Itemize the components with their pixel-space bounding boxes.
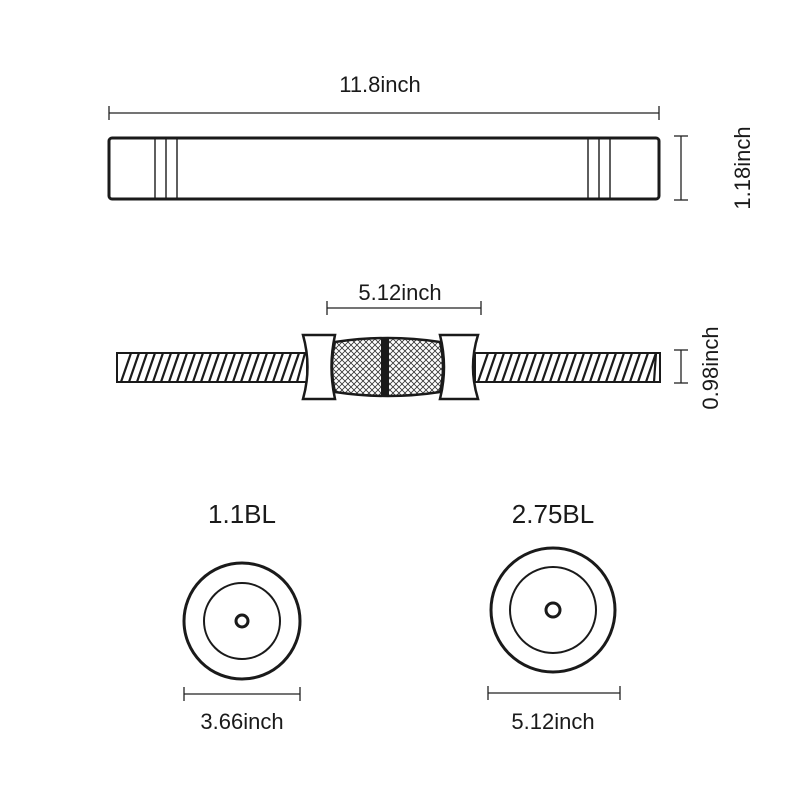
grip-length-label: 5.12inch <box>358 280 441 305</box>
thread-ridge <box>524 352 538 383</box>
thread-ridge <box>612 352 626 383</box>
left-thread <box>116 352 308 383</box>
thread-ridge <box>239 352 253 383</box>
thread-ridge <box>620 352 634 383</box>
thread-ridge <box>295 352 307 383</box>
handle-height-label: 1.18inch <box>730 126 755 209</box>
small-nut-diameter-dimension <box>183 687 301 701</box>
thread-ridge <box>516 352 530 383</box>
thread-ridge <box>215 352 229 383</box>
thread-ridge <box>548 352 562 383</box>
thread-ridge <box>588 352 602 383</box>
small-nut-weight-label: 1.1BL <box>208 499 276 529</box>
thread-ridge <box>556 352 570 383</box>
thread-ridge <box>159 352 173 383</box>
thread-ridge <box>580 352 594 383</box>
thread-ridge <box>564 352 578 383</box>
thread-ridge <box>540 352 554 383</box>
bar-diameter-dimension <box>674 349 688 384</box>
grip-center-band <box>381 339 389 396</box>
thread-ridge <box>596 352 610 383</box>
thread-ridge <box>484 352 498 383</box>
handle-length-dimension <box>108 106 660 120</box>
thread-ridge <box>143 352 157 383</box>
thread-ridge <box>199 352 213 383</box>
thread-ridge <box>644 352 658 383</box>
thread-ridge <box>572 352 586 383</box>
thread-ridge <box>279 352 293 383</box>
small-nut-diameter-label: 3.66inch <box>200 709 283 734</box>
thread-ridge <box>175 352 189 383</box>
large-nut-diameter-label: 5.12inch <box>511 709 594 734</box>
grip-length-dimension <box>326 301 482 315</box>
handle-length-label: 11.8inch <box>339 72 421 97</box>
thread-ridge <box>263 352 277 383</box>
thread-ridge <box>652 352 658 383</box>
thread-ridge <box>500 352 514 383</box>
threaded-bar <box>116 333 661 401</box>
thread-ridge <box>287 352 301 383</box>
thread-ridge <box>492 352 506 383</box>
handle-left-grooves <box>154 139 178 198</box>
small-nut <box>182 561 302 681</box>
right-collar <box>438 333 480 401</box>
thread-ridge <box>247 352 261 383</box>
large-nut <box>489 546 617 674</box>
thread-ridge <box>127 352 141 383</box>
thread-ridge <box>271 352 285 383</box>
thread-ridge <box>191 352 205 383</box>
thread-ridge <box>167 352 181 383</box>
large-nut-diameter-dimension <box>487 686 621 700</box>
large-nut-weight-label: 2.75BL <box>512 499 594 529</box>
handle-right-grooves <box>587 139 611 198</box>
thread-ridge <box>151 352 165 383</box>
thread-ridge <box>231 352 245 383</box>
bar-diameter-label: 0.98inch <box>698 326 723 409</box>
thread-ridge <box>628 352 642 383</box>
thread-ridge <box>508 352 522 383</box>
thread-ridge <box>476 352 490 383</box>
left-collar <box>301 333 337 401</box>
thread-ridge <box>183 352 197 383</box>
handle-height-dimension <box>674 135 688 201</box>
thread-ridge <box>532 352 546 383</box>
thread-ridge <box>636 352 650 383</box>
handle-body <box>107 136 661 201</box>
thread-ridge <box>135 352 149 383</box>
thread-ridge <box>119 352 133 383</box>
right-thread <box>474 352 661 383</box>
thread-ridge <box>604 352 618 383</box>
thread-ridge <box>223 352 237 383</box>
thread-ridge <box>255 352 269 383</box>
thread-ridge <box>207 352 221 383</box>
